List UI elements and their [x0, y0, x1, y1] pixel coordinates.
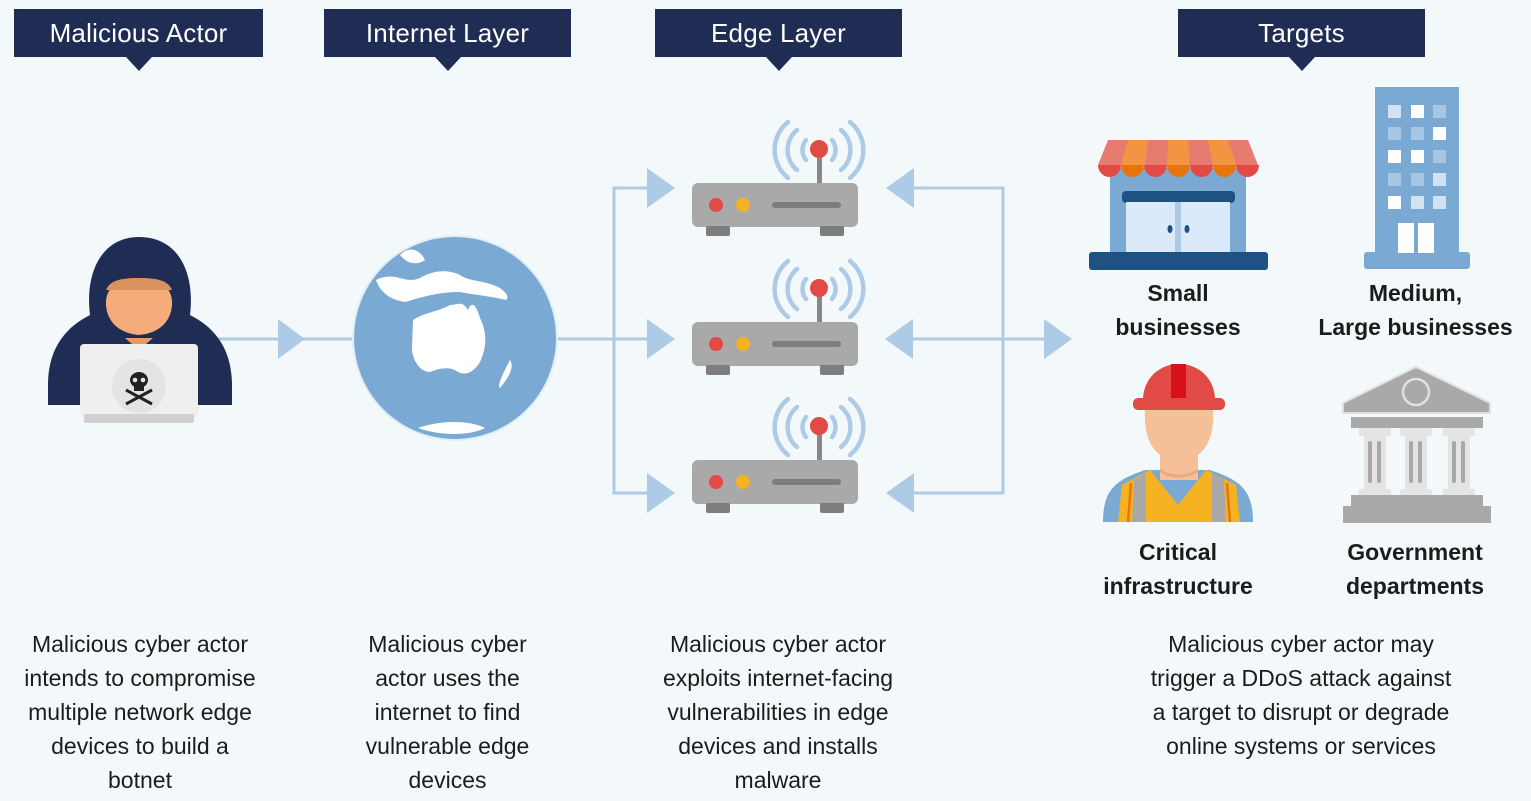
description-line: Malicious cyber actor — [31, 631, 249, 657]
header-edge-layer: Edge Layer — [655, 9, 902, 71]
arrow-left-icon — [886, 473, 914, 513]
arrow-right-icon — [647, 319, 675, 359]
description-line: intends to compromise — [24, 665, 256, 691]
target-label-large-businesses: Medium, Large businesses — [1300, 276, 1531, 344]
header-malicious-actor: Malicious Actor — [14, 9, 263, 71]
government-building-icon — [1342, 365, 1491, 523]
construction-worker-icon — [1103, 364, 1253, 523]
target-label-line: businesses — [1115, 314, 1241, 340]
description-line: online systems or services — [1166, 733, 1436, 759]
description-line: malware — [734, 767, 822, 793]
arrow-right-icon — [647, 473, 675, 513]
hooded-hacker-icon — [48, 237, 232, 423]
skull-icon — [125, 372, 153, 406]
target-label-line: infrastructure — [1103, 573, 1253, 599]
description-line: devices to build a — [51, 733, 229, 759]
description-line: a target to disrupt or degrade — [1152, 699, 1450, 725]
router-1 — [692, 119, 866, 236]
description-internet-layer: Malicious cyber actor uses the internet … — [330, 627, 565, 797]
target-label-line: Medium, — [1368, 280, 1463, 306]
arrow-right-icon — [1044, 319, 1072, 359]
description-line: Malicious cyber actor — [669, 631, 887, 657]
target-label-line: Government — [1347, 539, 1483, 565]
description-line: multiple network edge — [28, 699, 252, 725]
description-line: Malicious cyber actor may — [1168, 631, 1434, 657]
wifi-signal-icon — [772, 119, 866, 181]
description-line: devices and installs — [678, 733, 878, 759]
target-label-line: Small — [1147, 280, 1209, 306]
router-3 — [692, 399, 863, 513]
description-line: actor uses the — [375, 665, 520, 691]
target-label-line: departments — [1345, 573, 1485, 599]
target-label-line: Large businesses — [1318, 314, 1513, 340]
storefront-icon — [1089, 140, 1268, 270]
target-label-government-departments: Government departments — [1320, 535, 1510, 603]
description-targets: Malicious cyber actor may trigger a DDoS… — [1120, 627, 1482, 763]
arrow-right-icon — [647, 168, 675, 208]
globe-icon — [352, 235, 558, 441]
description-line: exploits internet-facing — [662, 665, 894, 691]
description-line: trigger a DDoS attack against — [1150, 665, 1452, 691]
description-line: botnet — [108, 767, 172, 793]
description-line: devices — [408, 767, 487, 793]
office-building-icon — [1364, 87, 1470, 269]
description-edge-layer: Malicious cyber actor exploits internet-… — [640, 627, 916, 797]
arrow-left-icon — [886, 168, 914, 208]
header-internet-layer: Internet Layer — [324, 9, 571, 71]
arrowheads — [278, 168, 1072, 513]
arrow-right-icon — [278, 319, 305, 359]
arrow-left-icon — [885, 319, 913, 359]
header-targets: Targets — [1178, 9, 1425, 71]
description-line: vulnerable edge — [365, 733, 530, 759]
router-2 — [692, 261, 863, 375]
target-label-line: Critical — [1139, 539, 1217, 565]
description-line: internet to find — [374, 699, 521, 725]
description-malicious-actor: Malicious cyber actor intends to comprom… — [0, 627, 280, 797]
target-label-critical-infrastructure: Critical infrastructure — [1080, 535, 1276, 603]
description-line: Malicious cyber — [368, 631, 527, 657]
description-line: vulnerabilities in edge — [667, 699, 889, 725]
target-label-small-businesses: Small businesses — [1088, 276, 1268, 344]
connector-lines — [205, 186, 1045, 495]
